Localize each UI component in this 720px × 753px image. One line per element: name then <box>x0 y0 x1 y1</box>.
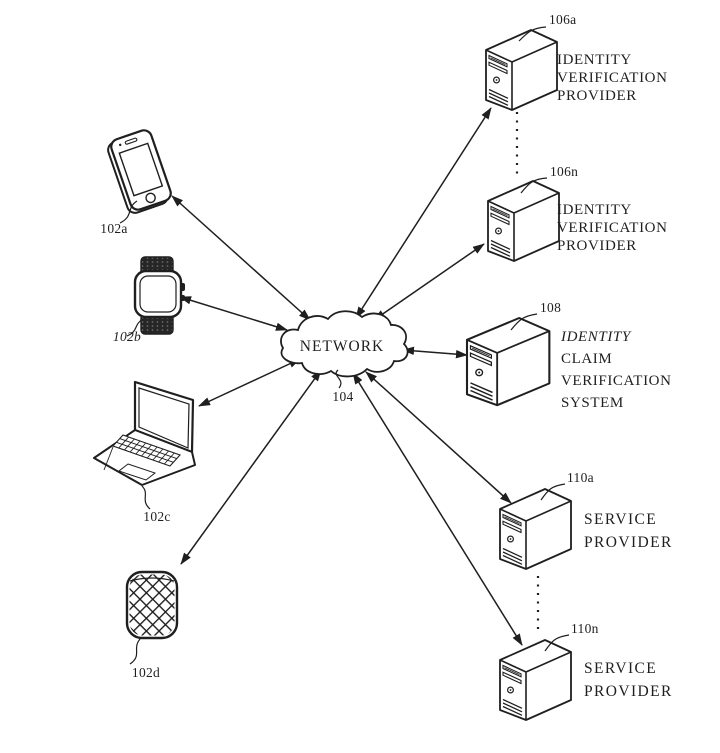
link-network-106n <box>373 243 485 321</box>
server-tower-icon <box>499 488 572 570</box>
network-links <box>171 107 523 646</box>
server-110a-line2: PROVIDER <box>584 534 673 551</box>
cloud-shape <box>280 310 409 378</box>
server-tower-icon <box>499 639 572 721</box>
leader-106n <box>520 177 548 194</box>
link-network-smartwatch <box>179 296 288 331</box>
server-110a-line1: SERVICE <box>584 511 657 528</box>
ref-102d: 102d <box>132 665 160 680</box>
server-110a: 110a SERVICE PROVIDER <box>499 470 673 570</box>
laptop-keyboard <box>112 434 181 467</box>
server-tower-icon <box>487 180 560 262</box>
link-network-laptop <box>198 358 301 407</box>
leader-110a <box>540 483 566 501</box>
network-label: NETWORK <box>300 338 385 355</box>
smartphone-icon <box>107 129 172 214</box>
device-smartphone: 102a <box>100 129 172 236</box>
ref-102a: 102a <box>100 221 127 236</box>
leader-102c <box>141 485 151 510</box>
server-106a-line1: IDENTITY <box>557 52 632 68</box>
device-smart-speaker: 102d <box>125 570 179 680</box>
server-tower-icon <box>485 29 558 111</box>
server-108: 108 IDENTITY CLAIM VERIFICATION SYSTEM <box>465 300 672 411</box>
server-106n: 106n IDENTITY VERIFICATION PROVIDER <box>487 164 668 262</box>
ref-102c: 102c <box>143 509 170 524</box>
server-106a-line2: VERIFICATION <box>557 70 668 86</box>
smartwatch-icon <box>133 256 185 335</box>
ref-104: 104 <box>332 389 353 404</box>
ref-108: 108 <box>540 300 561 315</box>
device-smartwatch: 102b <box>113 256 185 344</box>
server-tower-icon <box>465 316 551 407</box>
server-106a-line3: PROVIDER <box>557 88 637 104</box>
laptop-icon <box>93 380 196 486</box>
ref-110n: 110n <box>571 621 599 636</box>
link-network-speaker <box>180 369 322 565</box>
leader-102a <box>119 200 138 224</box>
leader-102d <box>129 637 142 665</box>
server-108-line4: SYSTEM <box>561 395 624 411</box>
server-110n: 110n SERVICE PROVIDER <box>499 621 673 721</box>
server-108-line2: CLAIM <box>561 351 612 367</box>
leader-104 <box>335 369 342 389</box>
server-108-line1: IDENTITY <box>560 329 632 345</box>
ref-110a: 110a <box>567 470 594 485</box>
ref-102b: 102b <box>113 329 141 344</box>
server-106n-line1: IDENTITY <box>557 202 632 218</box>
leader-110n <box>544 634 570 652</box>
server-108-line3: VERIFICATION <box>561 373 672 389</box>
server-106n-line2: VERIFICATION <box>557 220 668 236</box>
server-106n-line3: PROVIDER <box>557 238 637 254</box>
leader-102b <box>126 318 144 337</box>
smart-speaker-icon <box>125 570 179 640</box>
server-106a: 106a IDENTITY VERIFICATION PROVIDER <box>485 12 668 111</box>
leader-106a <box>518 26 547 42</box>
device-laptop: 102c <box>93 380 196 524</box>
link-network-110n <box>352 372 523 646</box>
server-110n-line1: SERVICE <box>584 660 657 677</box>
laptop-trackpad <box>117 463 157 481</box>
leader-108 <box>510 313 538 331</box>
network-cloud: NETWORK 104 <box>280 310 409 404</box>
ref-106a: 106a <box>549 12 576 27</box>
server-110n-line2: PROVIDER <box>584 683 673 700</box>
link-network-108 <box>402 346 468 359</box>
ref-106n: 106n <box>550 164 578 179</box>
